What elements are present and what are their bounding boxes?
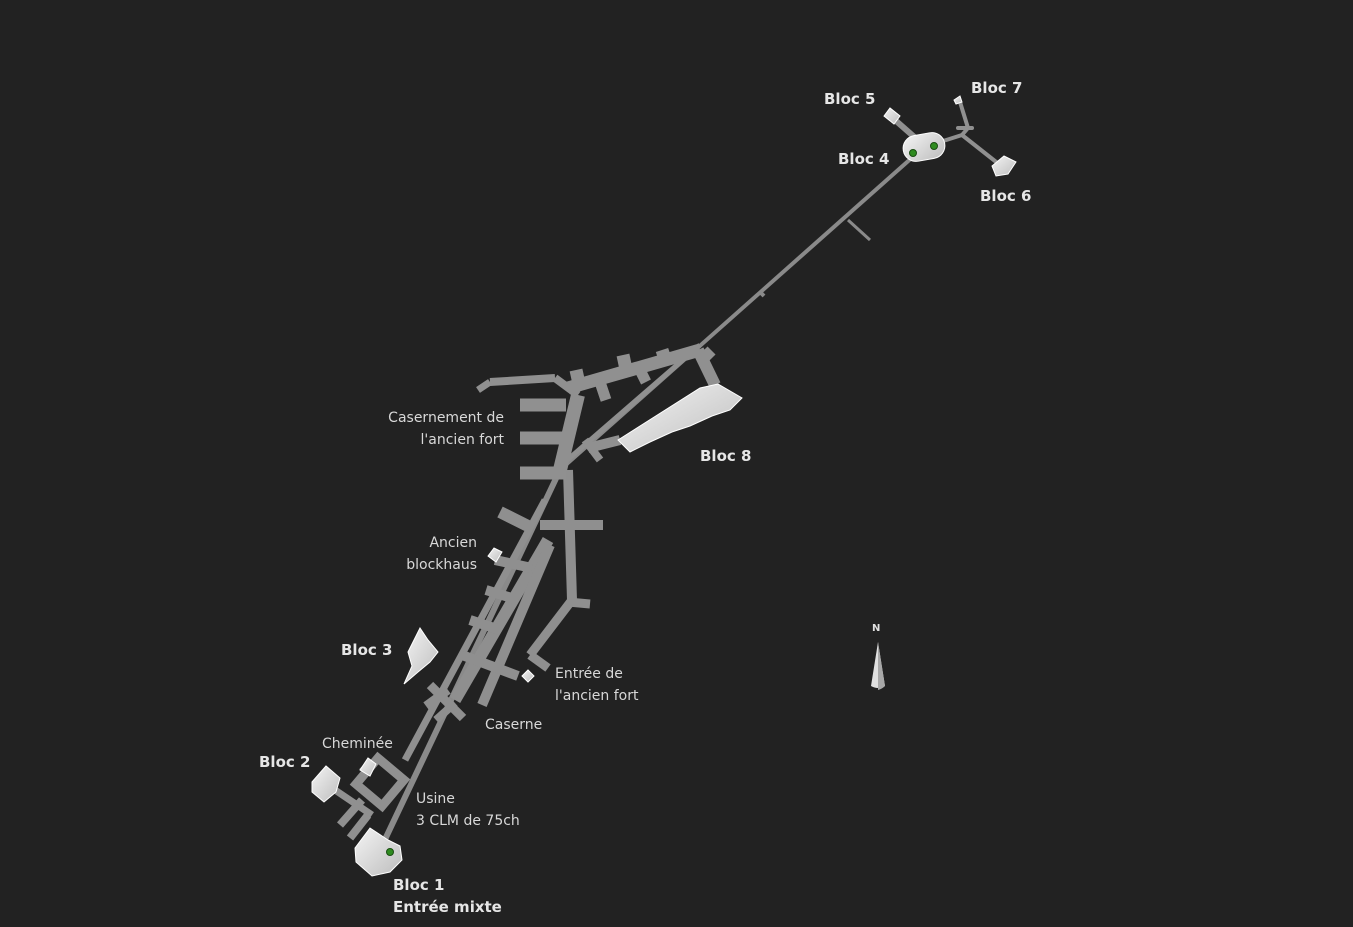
bloc-8-shape <box>617 383 743 453</box>
bloc-5-shape <box>883 107 901 125</box>
label-bloc-6: Bloc 6 <box>980 187 1032 205</box>
combat-blocks <box>311 95 1017 877</box>
label-caserne: Caserne <box>485 717 543 733</box>
north-arrow-icon <box>871 642 885 690</box>
label-usine: Usine 3 CLM de 75ch <box>416 791 520 829</box>
label-bloc-7: Bloc 7 <box>971 79 1023 97</box>
label-bloc-3: Bloc 3 <box>341 641 393 659</box>
label-bloc-1: Bloc 1 Entrée mixte <box>393 876 502 916</box>
label-cheminee: Cheminée <box>322 736 393 752</box>
label-ancien-blockhaus: Ancien blockhaus <box>406 535 477 573</box>
label-bloc-5: Bloc 5 <box>824 90 876 108</box>
bloc-4-marker-icon <box>909 149 917 157</box>
bloc-3-shape <box>403 627 439 685</box>
label-bloc-2: Bloc 2 <box>259 753 311 771</box>
main-gallery <box>377 153 917 852</box>
bloc-7-shape <box>953 95 963 105</box>
bloc-4-marker-icon <box>930 142 938 150</box>
compass-letter: N <box>872 623 881 634</box>
bloc-4-shape <box>902 132 946 162</box>
bloc-2-shape <box>311 765 341 803</box>
casernement-galleries <box>476 343 721 480</box>
entrance-markers <box>386 142 938 856</box>
ancien-blockhaus-shape <box>487 547 503 563</box>
label-bloc-4: Bloc 4 <box>838 150 890 168</box>
label-bloc-8: Bloc 8 <box>700 447 752 465</box>
label-entree-ancien-fort: Entrée de l'ancien fort <box>555 666 639 704</box>
entree-ancien-fort-shape <box>521 669 535 683</box>
label-casernement: Casernement de l'ancien fort <box>388 410 504 448</box>
southern-galleries <box>401 469 603 762</box>
bloc-1-shape <box>354 827 403 877</box>
cheminee-shape <box>359 757 377 777</box>
bloc-6-shape <box>991 155 1017 177</box>
bloc-1-marker-icon <box>386 848 394 856</box>
